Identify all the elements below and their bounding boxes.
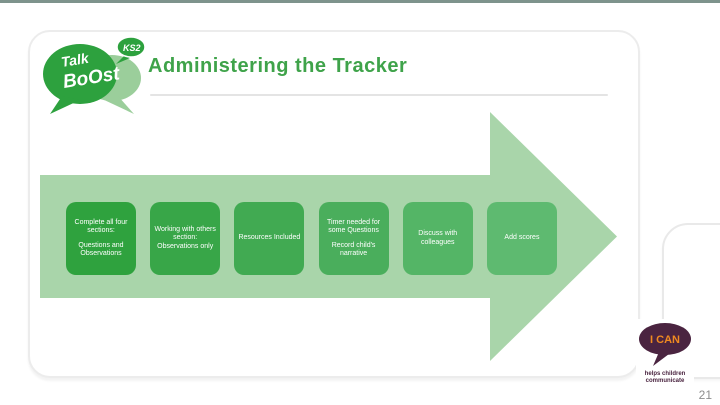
- process-step-4: Timer needed for some Questions Record c…: [318, 202, 389, 275]
- process-step-3: Resources Included: [234, 202, 305, 275]
- step-text: Timer needed for some Questions: [327, 219, 381, 235]
- process-steps: Complete all four sections: Questions an…: [66, 202, 557, 275]
- ican-tagline-line2: communicate: [646, 378, 685, 384]
- ican-name-text: I CAN: [650, 334, 680, 346]
- step-text: Questions and Observations: [78, 241, 124, 257]
- main-speech-bubble: Talk BoOst: [43, 44, 122, 114]
- title-underline: [150, 94, 608, 96]
- step-text: Record child's narrative: [331, 241, 376, 257]
- step-text: Add scores: [504, 234, 540, 242]
- ks2-badge: KS2: [116, 36, 146, 64]
- process-step-6: Add scores: [486, 202, 557, 275]
- talk-boost-ks2-logo: Talk BoOst KS2: [43, 36, 146, 114]
- ican-logo-box: I CAN helps children communicate: [636, 319, 694, 387]
- process-step-1: Complete all four sections: Questions an…: [66, 202, 136, 275]
- step-text: Working with others section: Observation…: [154, 226, 216, 250]
- ican-tagline-line1: helps children: [645, 371, 686, 377]
- logo-talk-text: Talk: [60, 50, 91, 70]
- ican-logo: I CAN helps children communicate: [639, 323, 691, 384]
- logo-ks2-text: KS2: [123, 43, 141, 53]
- page-number: 21: [698, 388, 712, 402]
- slide-title: Administering the Tracker: [148, 55, 408, 77]
- step-text: Complete all four sections:: [74, 219, 128, 235]
- step-text: Discuss with colleagues: [418, 230, 458, 246]
- top-accent-bar: [0, 0, 720, 3]
- process-step-5: Discuss with colleagues: [402, 202, 473, 275]
- process-step-2: Working with others section: Observation…: [150, 202, 221, 275]
- step-text: Resources Included: [238, 234, 301, 242]
